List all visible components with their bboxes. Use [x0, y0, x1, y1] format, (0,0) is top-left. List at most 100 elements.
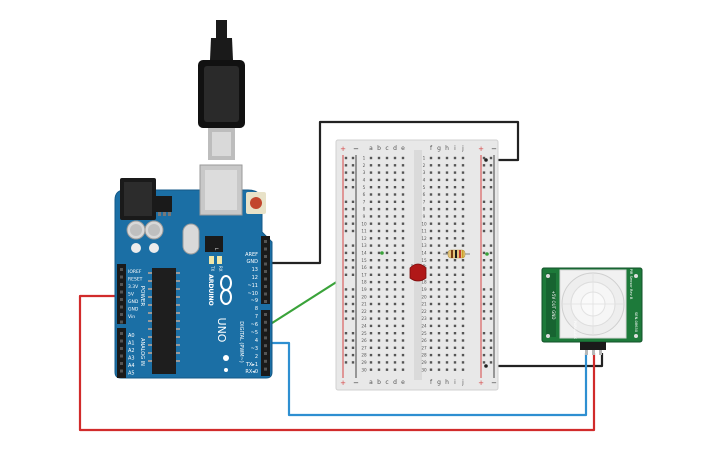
rail-hole — [344, 164, 348, 167]
row-label: 15 — [421, 258, 427, 263]
rail-hole — [482, 229, 486, 233]
row-label: 11 — [361, 229, 367, 234]
rail-hole — [344, 200, 348, 203]
breadboard-hole — [453, 186, 457, 189]
breadboard-hole — [461, 237, 465, 240]
column-label: h — [445, 379, 449, 386]
rail-hole — [482, 310, 486, 313]
rail-hole — [351, 178, 355, 182]
rail-hole — [344, 178, 348, 182]
row-label: 10 — [421, 221, 427, 226]
l-label: L — [214, 248, 219, 251]
rail-hole — [482, 200, 486, 203]
breadboard-hole — [385, 288, 389, 291]
breadboard-hole — [445, 156, 449, 160]
breadboard-hole — [393, 317, 397, 320]
rail-hole — [344, 251, 348, 255]
breadboard-hole — [461, 259, 465, 262]
header-pin — [264, 285, 267, 288]
breadboard-hole — [369, 280, 373, 284]
row-label: 23 — [361, 316, 367, 321]
breadboard-hole — [401, 244, 405, 247]
breadboard-hole — [429, 346, 433, 349]
rail-hole — [482, 244, 486, 247]
breadboard-hole — [461, 273, 465, 276]
row-label: 1 — [423, 156, 426, 161]
breadboard-hole — [429, 295, 433, 298]
breadboard-hole — [385, 171, 389, 174]
breadboard-hole — [369, 178, 373, 182]
breadboard-hole — [377, 251, 381, 255]
breadboard-hole — [369, 193, 373, 196]
row-label: 28 — [361, 353, 367, 358]
row-label: 18 — [361, 280, 367, 285]
breadboard-hole — [393, 339, 397, 342]
breadboard-hole — [453, 310, 457, 313]
breadboard-hole — [393, 266, 397, 269]
rail-hole — [344, 295, 348, 298]
rail-hole — [489, 156, 493, 160]
breadboard-hole — [401, 346, 405, 349]
breadboard-hole — [369, 317, 373, 320]
breadboard-hole — [377, 273, 381, 276]
breadboard-hole — [369, 302, 373, 306]
header-pin — [120, 339, 123, 343]
rail-label: − — [353, 379, 359, 387]
analog-header-label: ANALOG IN — [139, 338, 145, 366]
row-label: 20 — [361, 294, 367, 299]
column-label: h — [445, 145, 449, 152]
breadboard-hole — [445, 346, 449, 349]
row-label: 24 — [361, 324, 367, 329]
rail-hole — [489, 353, 493, 357]
pin-label: ~6 — [251, 322, 258, 328]
rail-hole — [344, 215, 348, 218]
rail-hole — [351, 156, 355, 160]
breadboard-hole — [437, 186, 441, 189]
breadboard-hole — [393, 215, 397, 218]
breadboard-hole — [437, 207, 441, 211]
breadboard-hole — [377, 310, 381, 313]
regulator — [156, 196, 172, 212]
pin-label: 12 — [252, 275, 258, 281]
breadboard-hole — [429, 339, 433, 342]
breadboard-hole — [461, 280, 465, 284]
breadboard-hole — [437, 288, 441, 291]
breadboard-hole — [445, 244, 449, 247]
analog-pin-label: A0 — [128, 333, 135, 339]
rail-hole — [489, 339, 493, 342]
breadboard-hole — [385, 302, 389, 306]
breadboard-hole — [393, 346, 397, 349]
breadboard-hole — [385, 193, 389, 196]
header-pin — [264, 255, 267, 258]
rail-hole — [344, 156, 348, 160]
rail-hole — [489, 295, 493, 298]
breadboard-hole — [445, 193, 449, 196]
breadboard-hole — [453, 302, 457, 306]
breadboard-hole — [437, 295, 441, 298]
breadboard-hole — [429, 266, 433, 269]
breadboard-hole — [393, 302, 397, 306]
breadboard-hole — [393, 193, 397, 196]
column-label: a — [369, 379, 373, 386]
breadboard-hole — [401, 222, 405, 225]
rail-hole — [344, 339, 348, 342]
power-header-label: POWER — [139, 286, 145, 307]
header-pin — [120, 275, 123, 279]
pin-label: ~9 — [251, 298, 258, 304]
analog-pin-label: A1 — [128, 341, 135, 347]
rail-hole — [482, 339, 486, 342]
breadboard-hole — [385, 361, 389, 364]
rail-hole — [351, 266, 355, 269]
breadboard-hole — [401, 339, 405, 342]
pin-label: ~3 — [251, 346, 258, 352]
column-label: e — [401, 145, 405, 152]
row-label: 25 — [421, 331, 427, 336]
breadboard-hole — [385, 280, 389, 284]
breadboard-hole — [453, 317, 457, 320]
breadboard-hole — [453, 259, 457, 262]
breadboard-hole — [445, 222, 449, 225]
power-pin-label: 5V — [128, 292, 135, 298]
pir-label-right: PIR Sensor Rev B — [629, 269, 633, 300]
rail-hole — [489, 317, 493, 320]
breadboard-hole — [385, 222, 389, 225]
